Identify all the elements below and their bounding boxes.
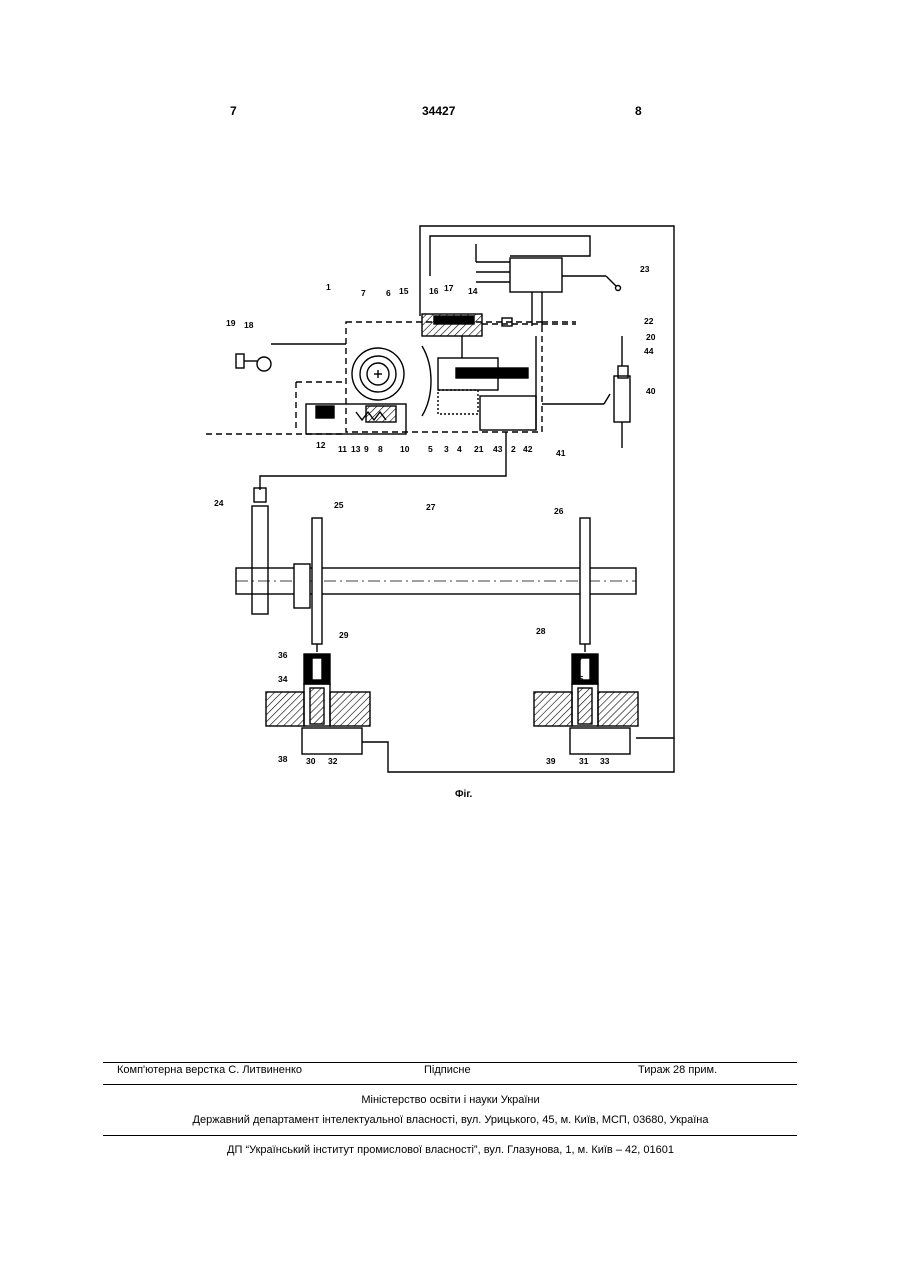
reference-numeral-30: 30	[306, 756, 316, 766]
print-run: Тираж 28 прим.	[638, 1064, 717, 1076]
department-line: Державний департамент інтелектуальної вл…	[0, 1114, 901, 1126]
reference-numeral-41: 41	[556, 448, 566, 458]
reference-numeral-33: 33	[600, 756, 610, 766]
reference-numeral-28: 28	[536, 626, 546, 636]
reference-numeral-26: 26	[554, 506, 564, 516]
reference-numeral-35: 35	[574, 674, 584, 684]
reference-numeral-31: 31	[579, 756, 589, 766]
reference-numeral-27: 27	[426, 502, 436, 512]
reference-numeral-39: 39	[546, 756, 556, 766]
page-number-left: 7	[230, 104, 237, 118]
reference-numeral-10: 10	[400, 444, 410, 454]
reference-numeral-11: 11	[338, 444, 347, 454]
reference-numeral-1: 1	[326, 282, 331, 292]
reference-numeral-37: 37	[574, 652, 584, 662]
reference-numeral-2: 2	[511, 444, 516, 454]
reference-numeral-22: 22	[644, 316, 654, 326]
figure-caption: Фіг.	[455, 789, 472, 800]
reference-numeral-34: 34	[278, 674, 288, 684]
reference-numeral-23: 23	[640, 264, 650, 274]
reference-numeral-29: 29	[339, 630, 349, 640]
reference-numeral-21: 21	[474, 444, 484, 454]
subscription-note: Підписне	[424, 1064, 471, 1076]
reference-numeral-17: 17	[444, 283, 454, 293]
reference-numeral-14: 14	[468, 286, 478, 296]
footer-rule-top	[103, 1062, 797, 1063]
reference-numeral-40: 40	[646, 386, 656, 396]
reference-numeral-8: 8	[378, 444, 383, 454]
reference-numeral-3: 3	[444, 444, 449, 454]
reference-numeral-36: 36	[278, 650, 288, 660]
reference-numeral-18: 18	[244, 320, 254, 330]
reference-numeral-6: 6	[386, 288, 391, 298]
reference-numeral-12: 12	[316, 440, 326, 450]
institute-line: ДП “Український інститут промислової вла…	[0, 1144, 901, 1156]
footer-rule-bottom	[103, 1135, 797, 1136]
reference-numeral-7: 7	[361, 288, 366, 298]
reference-numeral-32: 32	[328, 756, 338, 766]
reference-numeral-15: 15	[399, 286, 409, 296]
reference-numeral-25: 25	[334, 500, 344, 510]
reference-numeral-5: 5	[428, 444, 433, 454]
reference-numeral-38: 38	[278, 754, 288, 764]
reference-numeral-9: 9	[364, 444, 369, 454]
page-number-right: 8	[635, 104, 642, 118]
reference-numeral-24: 24	[214, 498, 224, 508]
footer-rule-middle	[103, 1084, 797, 1085]
reference-numeral-13: 13	[351, 444, 361, 454]
reference-numeral-16: 16	[429, 286, 439, 296]
reference-numeral-44: 44	[644, 346, 654, 356]
reference-numeral-4: 4	[457, 444, 462, 454]
ministry-line: Міністерство освіти і науки України	[0, 1094, 901, 1106]
document-number: 34427	[422, 104, 455, 118]
technical-drawing: 1234567891011121314151617181920212223242…	[206, 216, 682, 802]
reference-numeral-20: 20	[646, 332, 656, 342]
reference-numeral-43: 43	[493, 444, 503, 454]
reference-numeral-42: 42	[523, 444, 533, 454]
typesetting-credit: Комп'ютерна верстка С. Литвиненко	[117, 1064, 302, 1076]
reference-numeral-19: 19	[226, 318, 236, 328]
